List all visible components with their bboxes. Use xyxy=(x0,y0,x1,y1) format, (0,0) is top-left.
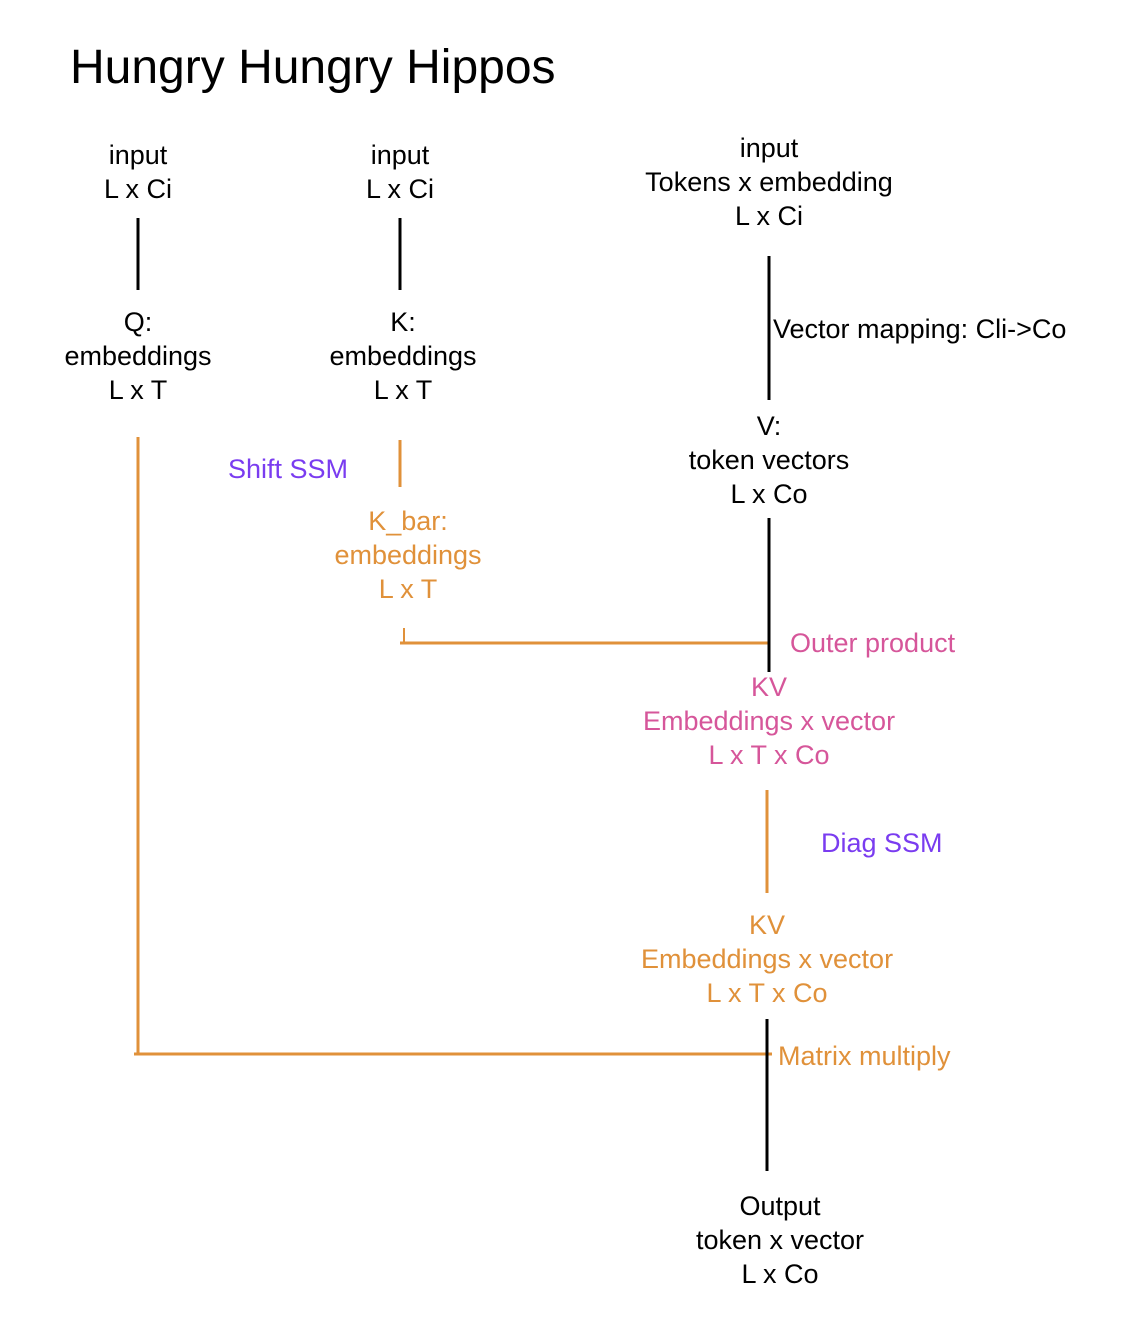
node-q-line: L x T xyxy=(108,375,168,405)
node-k-bar: K_bar: embeddings L x T xyxy=(334,504,481,606)
node-k-line: K: xyxy=(390,307,416,337)
node-k-bar-line: K_bar: xyxy=(368,506,448,536)
node-input-v-line: Tokens x embedding xyxy=(645,167,893,197)
node-v-line: L x Co xyxy=(730,479,808,509)
node-v-line: V: xyxy=(756,411,782,441)
node-input-v: input Tokens x embedding L x Ci xyxy=(645,131,893,233)
node-output-line: token x vector xyxy=(695,1225,865,1255)
node-k-line: L x T xyxy=(373,375,433,405)
label-diag-ssm: Diag SSM xyxy=(821,828,943,858)
label-shift-ssm: Shift SSM xyxy=(228,454,349,484)
node-q-line: Q: xyxy=(123,307,153,337)
node-kv-outer-line: Embeddings x vector xyxy=(642,706,896,736)
label-outer-product: Outer product xyxy=(790,628,956,658)
node-kv-outer-line: KV xyxy=(750,672,788,702)
label-vector-mapping: Vector mapping: Cli->Co xyxy=(773,314,1067,344)
node-k-line: embeddings xyxy=(329,341,477,371)
label-matrix-multiply: Matrix multiply xyxy=(778,1041,951,1071)
node-kv-diag-line: KV xyxy=(748,910,786,940)
node-input-v-line: L x Ci xyxy=(734,201,803,231)
node-input-k-line: input xyxy=(370,140,430,170)
node-kv-diag-line: Embeddings x vector xyxy=(640,944,894,974)
diagram-title: Hungry Hungry Hippos xyxy=(70,41,556,94)
node-output-line: L x Co xyxy=(741,1259,819,1289)
node-input-q: input L x Ci xyxy=(104,138,172,206)
node-v: V: token vectors L x Co xyxy=(689,409,850,511)
node-input-k-line: L x Ci xyxy=(365,174,435,204)
node-kv-outer-line: L x T x Co xyxy=(708,740,830,770)
node-input-q-line: L x Ci xyxy=(103,174,173,204)
node-k: K: embeddings L x T xyxy=(329,305,476,407)
node-q-line: embeddings xyxy=(64,341,212,371)
node-k-bar-line: L x T xyxy=(378,574,438,604)
node-kv-diag-line: L x T x Co xyxy=(706,978,828,1008)
node-kv-outer: KV Embeddings x vector L x T x Co xyxy=(643,670,895,772)
node-q: Q: embeddings L x T xyxy=(64,305,211,407)
node-input-q-line: input xyxy=(108,140,168,170)
node-input-v-line: input xyxy=(739,133,799,163)
node-input-k: input L x Ci xyxy=(366,138,434,206)
node-kv-diag: KV Embeddings x vector L x T x Co xyxy=(641,908,893,1010)
node-k-bar-line: embeddings xyxy=(334,540,482,570)
node-v-line: token vectors xyxy=(688,445,850,475)
node-output: Output token x vector L x Co xyxy=(696,1189,864,1291)
node-output-line: Output xyxy=(739,1191,821,1221)
